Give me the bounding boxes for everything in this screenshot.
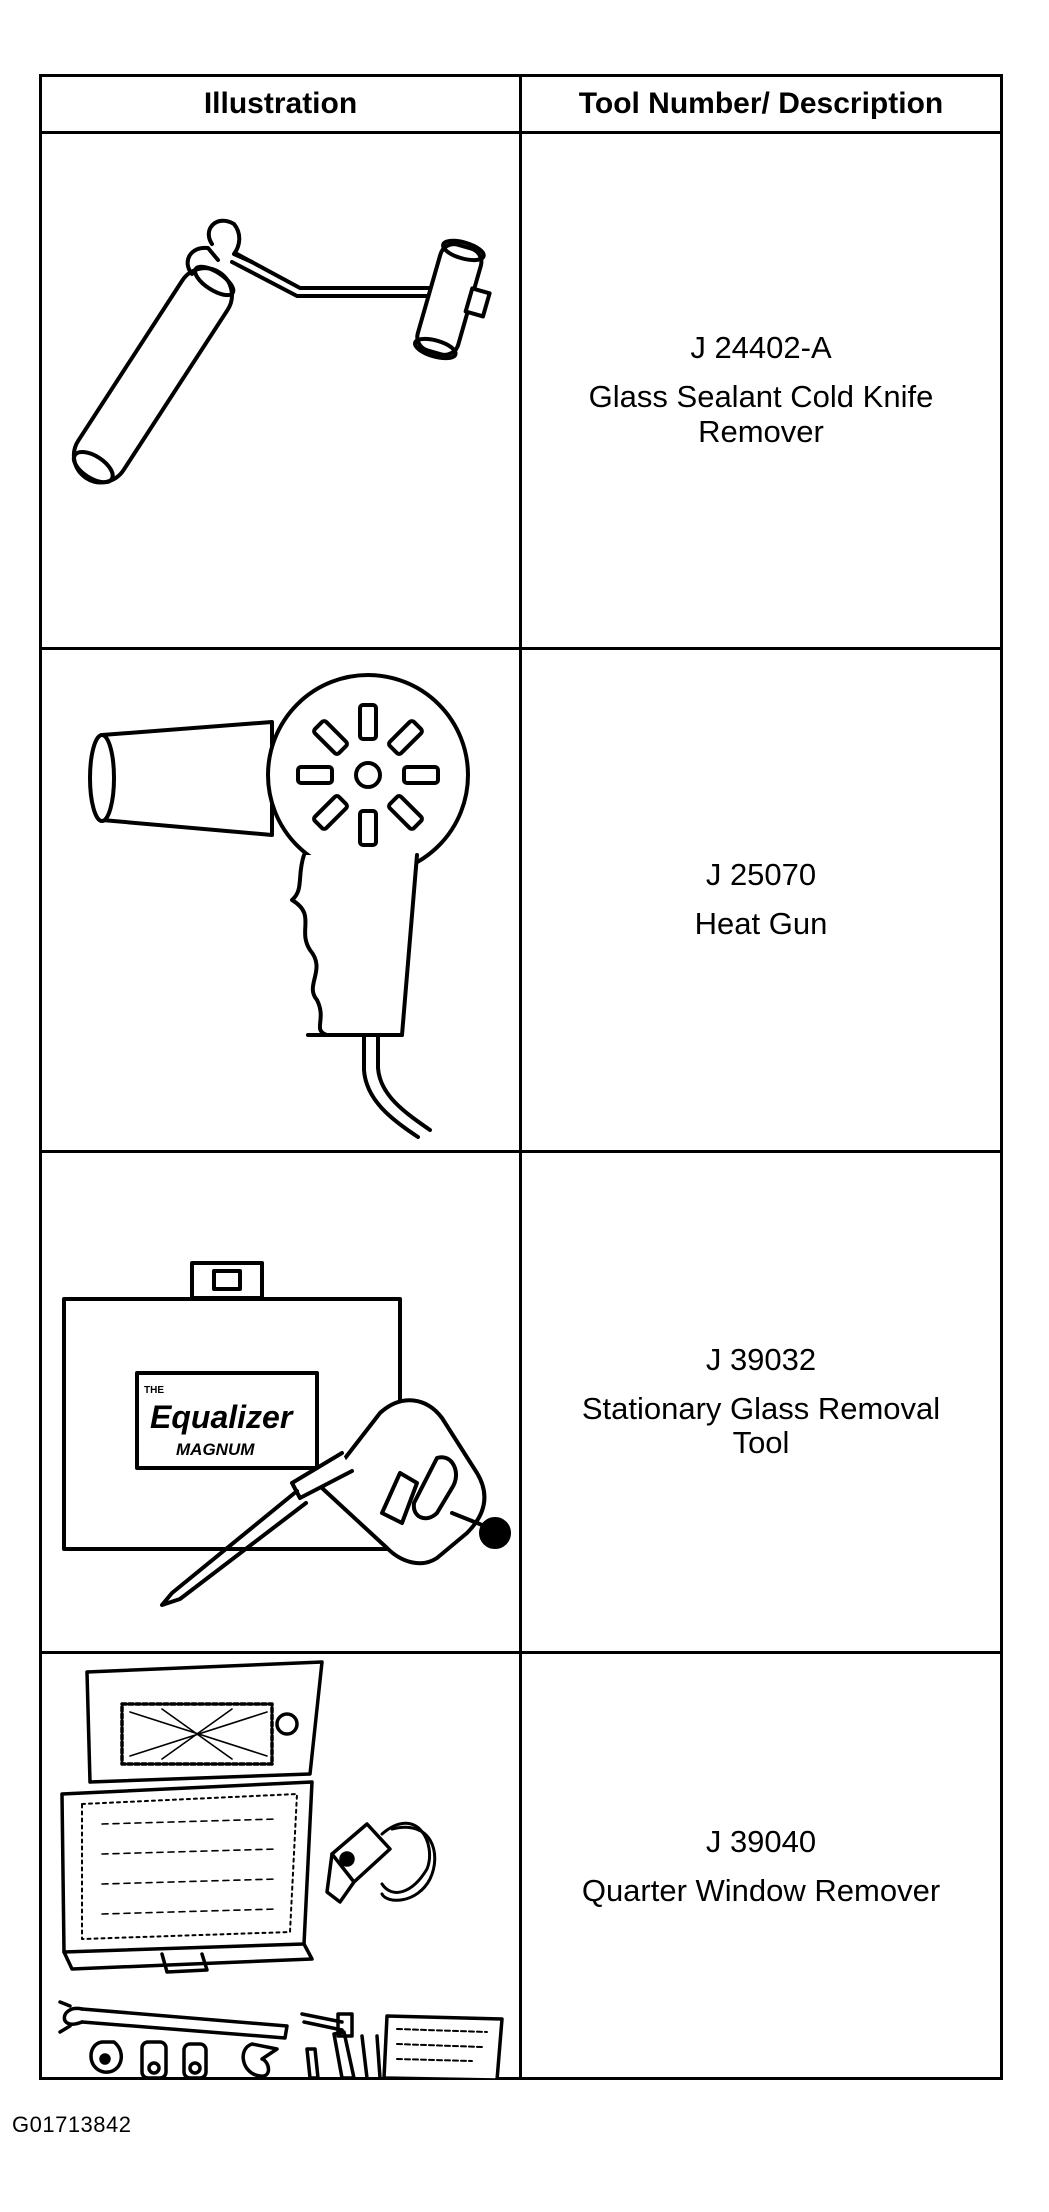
tool-number: J 39032 xyxy=(705,1341,817,1377)
tool-description: Quarter Window Remover xyxy=(581,1873,941,1908)
tool-description: Glass Sealant Cold Knife Remover xyxy=(588,379,934,449)
cold-knife-remover-icon xyxy=(71,218,492,485)
illustration-stationary-glass-tool: THE Equalizer MAGNUM xyxy=(42,1153,519,1651)
header-illustration: Illustration xyxy=(203,87,358,120)
illustration-heat-gun xyxy=(42,650,519,1150)
case-label-brand: Equalizer xyxy=(150,1399,294,1435)
row-divider xyxy=(42,1651,1000,1654)
tool-number: J 39040 xyxy=(705,1824,817,1860)
row-4-description-cell: J 39040 Quarter Window Remover xyxy=(522,1654,1000,2080)
figure-id: G01713842 xyxy=(12,2112,132,2137)
case-label-model: MAGNUM xyxy=(176,1440,255,1459)
heat-gun-icon xyxy=(88,673,470,1139)
header-divider xyxy=(42,131,1000,134)
tool-number: J 24402-A xyxy=(690,330,832,366)
tool-number: J 25070 xyxy=(705,857,817,893)
row-divider xyxy=(42,1150,1000,1153)
tool-description: Heat Gun xyxy=(694,906,828,941)
illustration-quarter-window-kit xyxy=(42,1654,519,2080)
row-divider xyxy=(42,647,1000,650)
case-label-small: THE xyxy=(144,1385,164,1396)
stationary-glass-removal-tool-icon: THE Equalizer MAGNUM xyxy=(62,1261,511,1607)
header-tool-description: Tool Number/ Description xyxy=(578,87,944,120)
illustration-cold-knife xyxy=(42,134,519,647)
quarter-window-remover-kit-icon xyxy=(58,1660,504,2080)
row-3-description-cell: J 39032 Stationary Glass Removal Tool xyxy=(522,1153,1000,1651)
tool-description: Stationary Glass Removal Tool xyxy=(581,1390,941,1461)
column-divider xyxy=(519,77,522,2077)
row-1-description-cell: J 24402-A Glass Sealant Cold Knife Remov… xyxy=(522,134,1000,647)
row-2-description-cell: J 25070 Heat Gun xyxy=(522,650,1000,1150)
tools-table: Illustration Tool Number/ Description xyxy=(39,74,1003,2080)
